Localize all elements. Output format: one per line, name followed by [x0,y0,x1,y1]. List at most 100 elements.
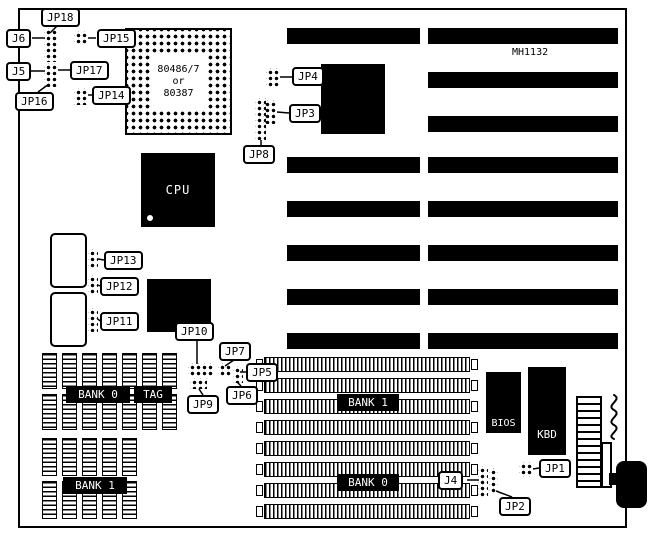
simm-socket [256,420,478,435]
callout-jp16: JP16 [15,92,54,111]
isa-slot-segment [428,72,618,88]
power-connector [576,396,602,488]
jumper-pins-jp8 [255,98,266,140]
simm-endcap [256,401,263,412]
jumper-pins-jp3 [263,100,276,124]
isa-slot-segment [428,201,618,217]
keyboard-controller-chip: KBD [528,367,566,455]
simm-bank1-label: BANK 1 [337,394,399,411]
jumper-pins-j6-jp18 [44,28,57,62]
simm-endcap [471,422,478,433]
simm-endcap [471,359,478,370]
simm-endcap [256,443,263,454]
isa-slot-segment [287,201,420,217]
cpu-pin1-dot [147,215,153,221]
dram-chip [122,353,137,389]
callout-j5: J5 [6,62,32,81]
tag-label: TAG [134,386,172,403]
isa-slot-segment [428,245,618,261]
isa-slot-segment [428,289,618,305]
socket-label-line3: 80387 [163,87,194,99]
jumper-pins-jp7 [218,363,231,376]
simm-endcap [471,506,478,517]
simm-endcap [256,422,263,433]
callout-j6: J6 [6,29,32,48]
jumper-pins-jp5-jp6 [233,366,243,383]
simm-contacts [264,420,470,435]
callout-jp14: JP14 [92,86,131,105]
jumper-pins-jp12 [88,275,98,295]
jumper-pins-jp10 [188,363,214,376]
callout-jp10: JP10 [175,322,214,341]
coprocessor-socket-label: 80486/7 or 80387 [150,53,207,110]
bios-chip: BIOS [486,372,521,433]
dip-chip [50,233,87,288]
dram-bank0-tag-group [42,353,177,430]
callout-jp8: JP8 [243,145,275,164]
jumper-pins-jp4 [266,68,279,88]
simm-socket [256,504,478,519]
callout-j4: J4 [438,471,464,490]
callout-jp13: JP13 [104,251,143,270]
isa-slot-segment [428,116,618,132]
dram-chip [42,481,57,519]
dram-chip [82,353,97,389]
simm-endcap [471,485,478,496]
bank0-label: BANK 0 [66,386,130,403]
simm-socket [256,378,478,393]
callout-jp2: JP2 [499,497,531,516]
simm-endcap [471,443,478,454]
isa-slot-segment [287,333,420,349]
callout-jp1: JP1 [539,459,571,478]
chipset-chip [321,64,385,134]
isa-slot-segment [287,289,420,305]
dram-chip [102,353,117,389]
callout-jp6: JP6 [226,386,258,405]
simm-endcap [471,464,478,475]
isa-slot-segment [428,157,618,173]
jumper-pins-j4 [478,466,488,498]
dram-chip [102,438,117,476]
callout-jp9: JP9 [187,395,219,414]
keyboard-din-connector [616,461,647,508]
isa-slot-segment [287,245,420,261]
simm-endcap [256,485,263,496]
bank1-label: BANK 1 [63,477,127,494]
callout-jp3: JP3 [289,104,321,123]
simm-contacts [264,441,470,456]
keyboard-din-tab [609,473,618,485]
dram-chip [42,438,57,476]
jumper-pins-j5-jp17-jp16 [44,63,57,87]
callout-jp11: JP11 [100,312,139,331]
board-model-label: MH1132 [512,47,549,58]
simm-contacts [264,504,470,519]
dram-chip [42,353,57,389]
dram-chip [122,438,137,476]
fuse-component [601,442,612,488]
simm-endcap [256,506,263,517]
dip-chip [50,292,87,347]
jumper-pins-jp1 [519,462,532,477]
dram-chip [82,438,97,476]
dram-chip [62,353,77,389]
callout-jp4: JP4 [292,67,324,86]
cpu-chip: CPU [141,153,215,227]
callout-jp15: JP15 [97,29,136,48]
isa-slot-segment [287,157,420,173]
coprocessor-socket: 80486/7 or 80387 [125,28,232,135]
simm-socket-column [256,357,478,525]
jumper-pins-jp13 [88,249,98,269]
jumper-pins-jp2 [489,468,498,494]
callout-jp18: JP18 [41,8,80,27]
dram-chip [62,438,77,476]
dram-chip [42,394,57,430]
jumper-pins-jp15 [74,31,87,44]
jumper-pins-jp9 [190,378,207,389]
simm-endcap [471,380,478,391]
callout-jp5: JP5 [246,363,278,382]
isa-slot-segment [287,28,420,44]
simm-endcap [471,401,478,412]
wire-coil-shape [610,394,618,440]
simm-contacts [264,357,470,372]
